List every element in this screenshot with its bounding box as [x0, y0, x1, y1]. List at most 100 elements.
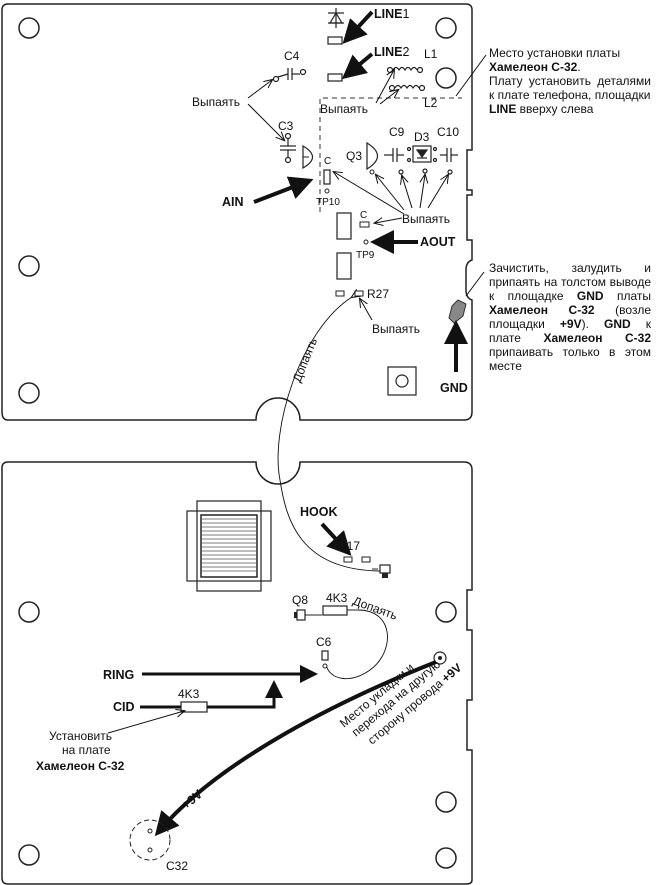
- q3-label: Q3: [346, 149, 362, 163]
- tp9-label: TP9: [356, 250, 375, 261]
- desolder-arrow: [247, 80, 272, 99]
- transistor-q8: [294, 609, 322, 621]
- transistor-outline: [302, 144, 314, 170]
- c4-label: C4: [284, 49, 300, 63]
- ain-pad: [323, 169, 331, 185]
- install-note-line3: Хамелеон С-32: [36, 759, 125, 773]
- r17-pad: [343, 556, 353, 563]
- mount-hole: [435, 791, 457, 813]
- mount-hole: [435, 601, 457, 623]
- c32-pad: [147, 847, 153, 853]
- hook-label: HOOK: [300, 505, 338, 519]
- plus9v-wire: [154, 660, 437, 837]
- c-small-pad: [359, 221, 370, 228]
- solder-wire-label-top: Допаять: [290, 336, 320, 384]
- ain-arrow: [253, 176, 314, 204]
- c9-label: C9: [389, 125, 405, 139]
- desolder-arrow: [420, 175, 425, 209]
- via-center: [438, 656, 442, 660]
- c32-outline: [129, 819, 171, 861]
- capacitor-c9: [384, 148, 404, 175]
- desolder-arrow: [334, 172, 405, 215]
- desolder-arrow: [247, 103, 284, 140]
- square-pad: [387, 366, 417, 396]
- ic-chip: [186, 500, 272, 592]
- l2-label: L2: [424, 96, 438, 110]
- desolder-mid-label: Выпаять: [402, 212, 450, 226]
- solder-wire-bottom: [325, 609, 388, 679]
- tp10-point: [324, 188, 330, 194]
- mount-hole: [435, 847, 457, 869]
- cid-label: CID: [113, 700, 135, 714]
- c3-label: C3: [278, 119, 294, 133]
- c-small-label-2: C: [360, 210, 367, 221]
- mount-hole: [18, 255, 40, 277]
- install-note-leader: [455, 54, 487, 97]
- hook-arrow: [320, 522, 352, 556]
- gnd-wire-blob: [448, 299, 467, 324]
- mount-hole: [18, 17, 40, 39]
- square-pad-hole: [395, 374, 409, 388]
- r17-label: R17: [338, 539, 360, 553]
- diode-icon: [328, 8, 344, 28]
- desolder-arrow: [427, 175, 448, 209]
- via-circle: [433, 651, 447, 665]
- c6-label: C6: [316, 635, 332, 649]
- diode-d3: [406, 145, 438, 174]
- line2-pad: [327, 73, 343, 82]
- d3-label: D3: [414, 130, 430, 144]
- r27-pad: [354, 290, 364, 297]
- mount-hole: [18, 844, 40, 866]
- desolder-arrow: [379, 90, 398, 105]
- c32-label: C32: [166, 859, 188, 873]
- r4k3-top-label: 4K3: [326, 591, 348, 605]
- line2-label: LINE2: [374, 45, 409, 59]
- desolder-arrow: [375, 70, 394, 104]
- desolder-r27-label: Выпаять: [372, 322, 420, 336]
- r4k3-bottom: [180, 701, 208, 713]
- tp10-label: TP10: [316, 197, 340, 208]
- capacitor-c3: [280, 132, 296, 164]
- bottom-board-outline: [1, 461, 473, 885]
- r27-label: R27: [367, 287, 389, 301]
- r17-pad: [361, 556, 371, 563]
- mount-hole: [18, 382, 40, 404]
- ain-label: AIN: [222, 195, 244, 209]
- tp9-point: [363, 239, 369, 245]
- gnd-note: Зачистить, залудить и припаять на толсто…: [489, 261, 651, 373]
- inductor-l2: [388, 84, 426, 92]
- component-rect: [336, 212, 352, 240]
- r27-pad: [335, 290, 345, 297]
- r4k3-top: [322, 605, 348, 616]
- component-rect: [336, 252, 352, 280]
- desolder-arrow: [375, 218, 403, 223]
- transistor-hook: [372, 564, 391, 578]
- gnd-label: GND: [440, 381, 468, 395]
- install-area-outline: [319, 97, 462, 212]
- pad: [369, 169, 375, 175]
- c6-point: [322, 663, 328, 669]
- desolder-arrow: [360, 299, 373, 321]
- cid-arrow: [207, 680, 283, 709]
- desolder-arrow: [376, 175, 405, 211]
- c6-pad: [321, 650, 329, 661]
- gnd-note-leader: [465, 271, 485, 297]
- capacitor-c4: [272, 68, 307, 83]
- desolder-left-label: Выпаять: [192, 95, 240, 109]
- capacitor-c10: [440, 148, 458, 175]
- c32-pad: [147, 828, 153, 834]
- install-note-line2: на плате: [62, 743, 111, 757]
- install-note-line1: Установить: [49, 729, 112, 743]
- line1-label: LINE1: [374, 7, 409, 21]
- aout-label: AOUT: [420, 235, 456, 249]
- mount-hole: [435, 17, 457, 39]
- solder-wire-label-bottom: Допаять: [351, 594, 399, 623]
- line1-pad: [327, 36, 343, 45]
- install-note: Место установки платы Хамелеон С-32. Пла…: [489, 46, 651, 116]
- top-board-outline: [1, 3, 473, 421]
- c-small-label: C: [324, 156, 331, 167]
- r4k3-bottom-label: 4K3: [178, 687, 200, 701]
- transistor-q3: [366, 141, 379, 171]
- install-note-arrow: [107, 711, 184, 734]
